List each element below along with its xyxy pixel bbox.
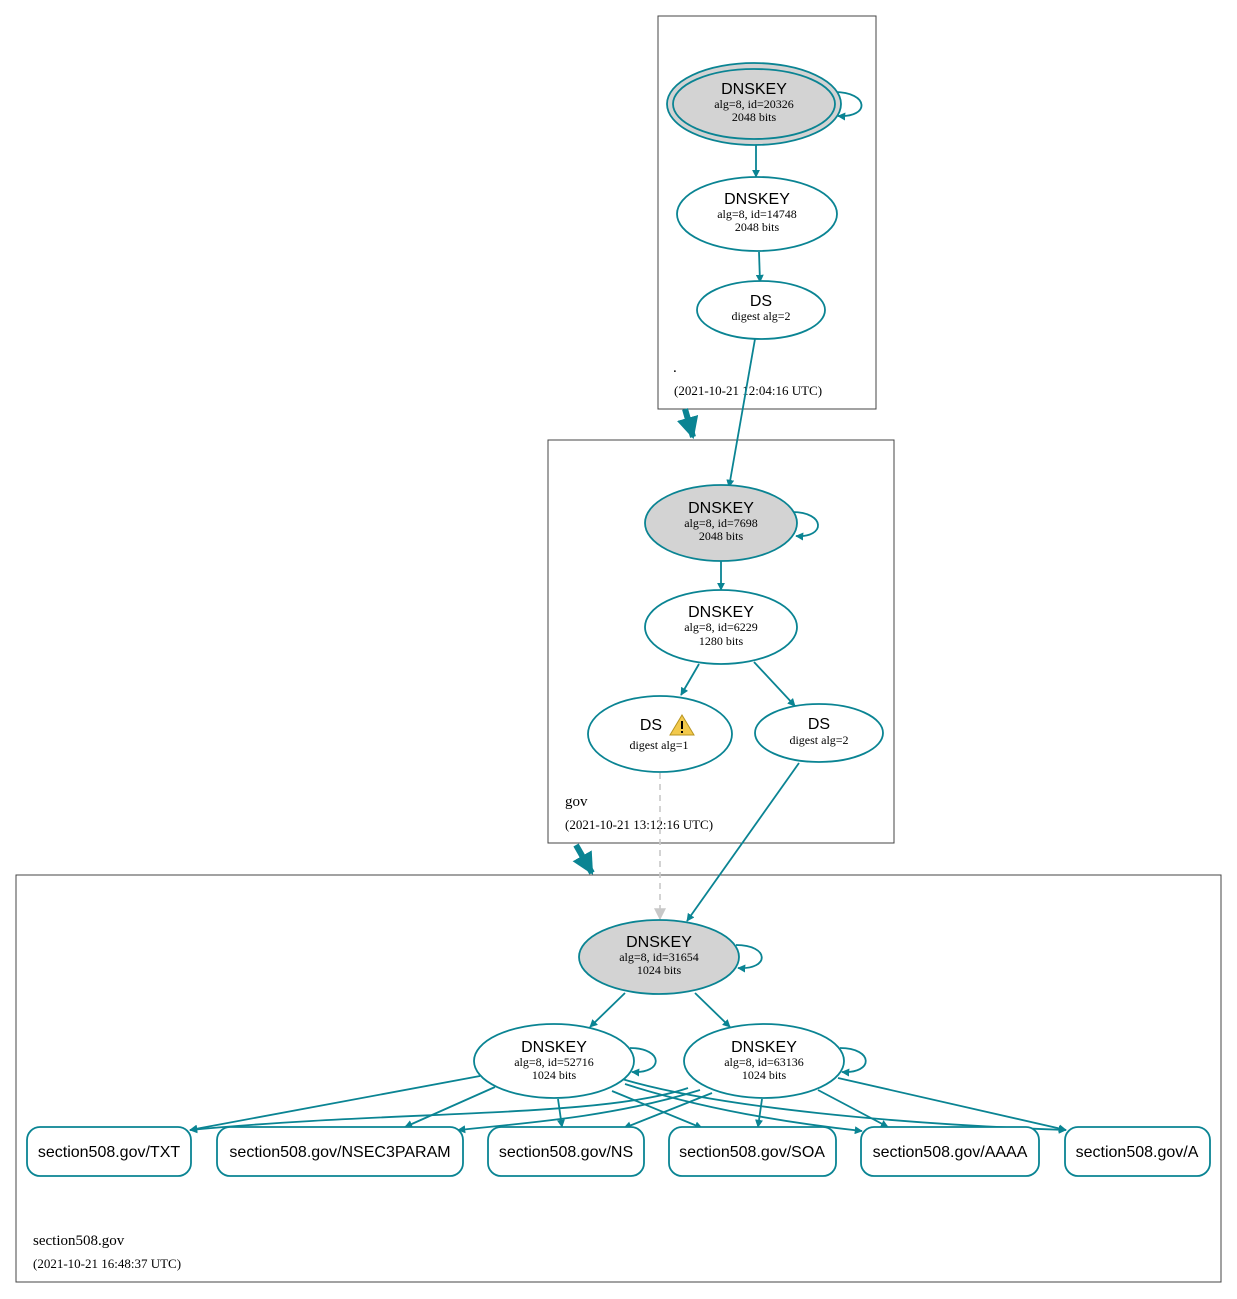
edge-root-zsk-ds [755,251,764,283]
rrset-a-label: section508.gov/A [1076,1144,1199,1161]
zone-section508-name: section508.gov [33,1233,125,1249]
edge-section508-ksk-zsk1 [589,992,626,1028]
edge-gov-zsk-ds2 [753,661,796,707]
edge-zsk1-soa [611,1090,703,1129]
edge-zsk1-aaaa [624,1083,863,1135]
rrset-soa-label: section508.gov/SOA [679,1144,825,1161]
node-gov-zsk-type: DNSKEY [688,604,754,621]
node-section508-ksk-info: alg=8, id=31654 [619,950,699,964]
node-section508-ksk-bits: 1024 bits [637,963,682,977]
node-section508-zsk1-info: alg=8, id=52716 [514,1055,594,1069]
node-root-ksk-type: DNSKEY [721,81,787,98]
edge-section508-ksk-self [735,944,763,973]
node-root-ds: DS digest alg=2 [696,280,826,340]
edge-zsk2-aaaa [817,1089,889,1128]
node-root-zsk-type: DNSKEY [724,191,790,208]
rrset-aaaa: section508.gov/AAAA [860,1126,1040,1177]
node-section508-zsk2-info: alg=8, id=63136 [724,1055,804,1069]
node-root-zsk: DNSKEY alg=8, id=14748 2048 bits [676,176,838,252]
zone-section508: section508.gov (2021-10-21 16:48:37 UTC) [15,874,1222,1283]
edge-zsk2-txt [189,1087,689,1134]
node-section508-ksk: DNSKEY alg=8, id=31654 1024 bits [578,919,740,995]
zone-section508-box [15,874,1222,1283]
edge-zsk2-a [837,1077,1067,1133]
edge-section508-zsk1-self [629,1047,657,1077]
edges [189,91,1067,1135]
node-section508-zsk2-type: DNSKEY [731,1039,797,1056]
warning-icon [669,714,695,736]
zone-section508-timestamp: (2021-10-21 16:48:37 UTC) [33,1256,181,1271]
edge-root-ds-gov-ksk [726,338,756,488]
edge-section508-zsk2-self [839,1047,867,1077]
zone-gov-box [547,439,895,844]
node-section508-zsk1-bits: 1024 bits [532,1068,577,1082]
edge-zsk2-soa [755,1098,763,1128]
edge-zsk1-txt [189,1075,481,1133]
node-gov-zsk-bits: 1280 bits [699,634,744,648]
edge-section508-ksk-zsk2 [694,992,731,1028]
edge-gov-ksk-self [791,511,819,541]
delegation-arrow-gov-section508 [572,843,595,875]
node-gov-ds1: DS digest alg=1 [587,695,733,773]
node-gov-zsk-info: alg=8, id=6229 [684,620,758,634]
node-gov-ksk-info: alg=8, id=7698 [684,516,758,530]
node-gov-ds2-info: digest alg=2 [789,733,848,747]
edge-root-ksk-self [833,91,863,121]
zone-root-name: . [673,360,677,376]
node-root-ksk-bits: 2048 bits [732,110,777,124]
node-section508-zsk2-bits: 1024 bits [742,1068,787,1082]
rrset-soa: section508.gov/SOA [668,1126,837,1177]
rrset-aaaa-label: section508.gov/AAAA [873,1144,1028,1161]
zone-gov: gov (2021-10-21 13:12:16 UTC) [547,439,895,844]
node-gov-ds1-info: digest alg=1 [629,738,688,752]
edge-zsk1-ns [557,1098,565,1128]
rrset-txt: section508.gov/TXT [26,1126,192,1177]
delegation-arrow-root-gov [676,408,699,440]
node-root-ksk: DNSKEY alg=8, id=20326 2048 bits [666,62,842,146]
zone-root-timestamp: (2021-10-21 12:04:16 UTC) [674,383,822,398]
node-section508-zsk1-type: DNSKEY [521,1039,587,1056]
rrset-ns: section508.gov/NS [487,1126,645,1177]
zone-gov-name: gov [565,794,588,810]
rrset-nsec3param: section508.gov/NSEC3PARAM [216,1126,464,1177]
node-section508-zsk1: DNSKEY alg=8, id=52716 1024 bits [473,1023,635,1099]
rrset-txt-label: section508.gov/TXT [38,1144,181,1161]
zone-root: . (2021-10-21 12:04:16 UTC) [657,15,877,410]
node-root-zsk-info: alg=8, id=14748 [717,207,797,221]
zone-root-box [657,15,877,410]
node-section508-zsk2: DNSKEY alg=8, id=63136 1024 bits [683,1023,845,1099]
rrset-a: section508.gov/A [1064,1126,1211,1177]
node-gov-ds1-type: DS [640,717,662,734]
edge-gov-ds2-section508-ksk [686,762,800,922]
node-gov-zsk: DNSKEY alg=8, id=6229 1280 bits [644,589,798,665]
edge-zsk2-nsec3param [457,1089,701,1134]
zone-gov-timestamp: (2021-10-21 13:12:16 UTC) [565,817,713,832]
node-section508-ksk-type: DNSKEY [626,934,692,951]
node-gov-ksk-type: DNSKEY [688,500,754,517]
node-root-zsk-bits: 2048 bits [735,220,780,234]
node-root-ksk-info: alg=8, id=20326 [714,97,794,111]
node-gov-ksk: DNSKEY alg=8, id=7698 2048 bits [644,484,798,562]
node-gov-ksk-bits: 2048 bits [699,529,744,543]
edge-zsk2-ns [623,1092,713,1130]
node-gov-ds2: DS digest alg=2 [754,703,884,763]
node-gov-ds2-type: DS [808,716,830,733]
rrset-nsec3param-label: section508.gov/NSEC3PARAM [229,1144,450,1161]
edge-gov-zsk-ds1 [680,663,700,696]
rrset-ns-label: section508.gov/NS [499,1144,633,1161]
node-root-ds-info: digest alg=2 [731,309,790,323]
node-root-ds-type: DS [750,293,772,310]
edge-zsk1-nsec3param [404,1086,496,1128]
